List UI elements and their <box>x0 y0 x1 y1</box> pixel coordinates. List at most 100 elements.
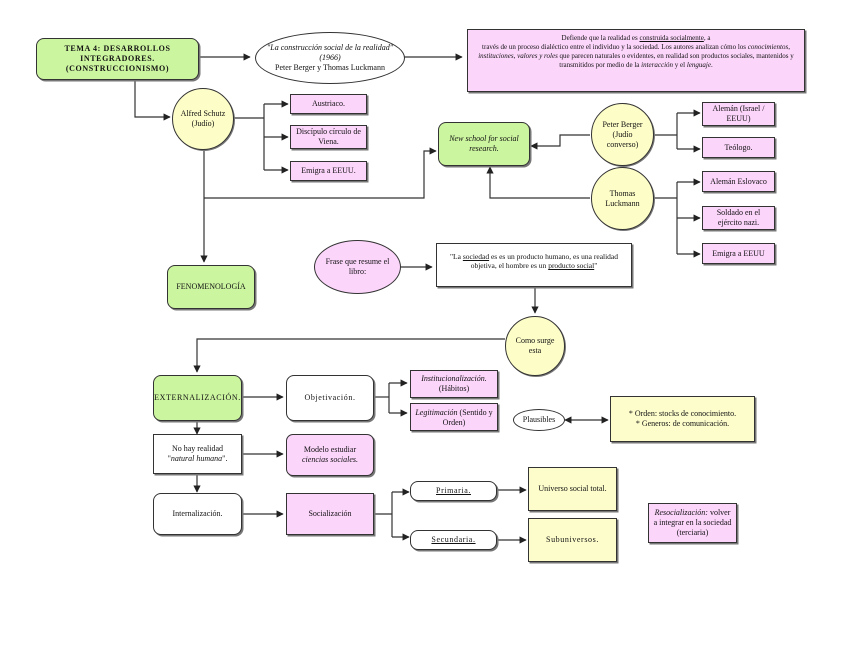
schutz-fact-austriaco[interactable]: Austriaco. <box>290 94 367 114</box>
schutz-fact-discipulo[interactable]: Discípulo círculo de Viena. <box>290 125 367 149</box>
schutz-fact-label: Discípulo círculo de Viena. <box>296 127 361 146</box>
fenomenologia-node[interactable]: FENOMENOLOGÍA <box>167 265 255 309</box>
definition-italic: conocimientos <box>747 43 789 52</box>
subuniversos-node[interactable]: Subuniversos. <box>528 518 617 562</box>
quote-node[interactable]: "La sociedad es es un producto humano, e… <box>436 243 632 287</box>
definition-line1: Defiende que la realidad es construida s… <box>474 34 798 43</box>
plausibles-node[interactable]: Plausibles <box>513 409 565 431</box>
quote-text: "La <box>449 252 463 261</box>
connector-luckmann-newschool <box>486 166 590 199</box>
berger-origin: (Judío <box>612 129 633 139</box>
como-surge-label: Como surge esta <box>515 336 555 355</box>
luckmann-fact-label: Emigra a EEUU <box>712 248 765 258</box>
definition-italic: instituciones <box>478 52 514 61</box>
no-hay-realidad-line2: "natural humana". <box>168 454 228 464</box>
resocializacion-desc: volver a integrar en la sociedad (tercia… <box>653 508 732 537</box>
luckmann-fact-aleman[interactable]: Alemán Eslovaco <box>702 171 775 192</box>
definition-italic: interacción <box>641 61 674 70</box>
schutz-name: Alfred Schutz <box>180 109 226 118</box>
schutz-fact-label: Austriaco. <box>311 99 346 108</box>
schutz-node[interactable]: Alfred Schutz (Judío) <box>172 88 234 150</box>
berger-fact-aleman[interactable]: Alemán (Israel / EEUU) <box>702 102 775 126</box>
como-surge-node[interactable]: Como surge esta <box>505 316 565 376</box>
connector-schutz-newschool <box>204 147 437 199</box>
modelo-node[interactable]: Modelo estudiar ciencias sociales. <box>286 434 374 476</box>
schutz-fact-label: Emigra a EEUU. <box>301 166 356 175</box>
secundaria-node[interactable]: Secundaria. <box>410 530 497 550</box>
definition-text: y el <box>673 61 687 70</box>
luckmann-fact-label: Soldado en el ejército nazi. <box>716 208 761 227</box>
berger-name: Peter Berger <box>602 119 643 129</box>
luckmann-node[interactable]: Thomas Luckmann <box>591 167 654 230</box>
plausibles-label: Plausibles <box>522 415 556 424</box>
book-authors: Peter Berger y Thomas Luckmann <box>275 63 385 72</box>
legitimacion-node[interactable]: Legitimación (Sentido y Orden) <box>410 403 498 431</box>
no-hay-realidad-node[interactable]: No hay realidad "natural humana". <box>153 434 242 474</box>
definition-node[interactable]: Defiende que la realidad es construida s… <box>467 29 805 92</box>
definition-text: , a <box>703 34 711 42</box>
plausibles-info-node[interactable]: * Orden: stocks de conocimiento. * Gener… <box>610 396 755 442</box>
frase-label: Frase que resume el libro: <box>325 257 390 276</box>
luckmann-fact-label: Alemán Eslovaco <box>710 176 767 186</box>
subuniversos-label: Subuniversos. <box>546 535 599 544</box>
resocializacion-label: Resocialización: <box>654 508 708 517</box>
institucionalizacion-label: Institucionalización. <box>421 374 487 383</box>
no-hay-realidad-italic: natural humana <box>170 454 223 463</box>
legitimacion-label: Legitimación <box>415 408 458 417</box>
quote-underlined: producto social <box>548 261 595 271</box>
berger-node[interactable]: Peter Berger (Judío converso) <box>591 103 654 166</box>
fenomenologia-label: FENOMENOLOGÍA <box>176 282 246 291</box>
socializacion-node[interactable]: Socialización <box>286 493 374 535</box>
resocializacion-node[interactable]: Resocialización: volver a integrar en la… <box>648 503 737 543</box>
plausibles-info-line: * Generos: de comunicación. <box>635 419 730 428</box>
berger-origin-2: converso) <box>606 139 639 149</box>
modelo-line1: Modelo estudiar <box>303 445 357 454</box>
quote-text: es es un producto humano, es una realida… <box>470 252 619 271</box>
universo-node[interactable]: Universo social total. <box>528 467 617 511</box>
frase-node[interactable]: Frase que resume el libro: <box>314 240 401 294</box>
connector-tema-schutz <box>134 80 171 121</box>
berger-fact-label: Teólogo. <box>724 142 753 152</box>
book-title-node[interactable]: "La construcción social de la realidad" … <box>255 32 405 84</box>
book-title: "La construcción social de la realidad" <box>266 43 394 52</box>
connector-comosurge-externalizacion <box>193 338 505 373</box>
definition-text: Defiende que la realidad es <box>561 34 640 42</box>
book-year: (1966) <box>319 53 341 62</box>
definition-text: través de un proceso dialéctico entre el… <box>482 43 748 52</box>
universo-label: Universo social total. <box>538 484 607 493</box>
definition-text: que parecen naturales o evidentes, en re… <box>557 52 794 70</box>
no-hay-realidad-line1: No hay realidad <box>171 444 224 453</box>
quote-mark: " <box>167 454 171 463</box>
berger-fact-teologo[interactable]: Teólogo. <box>702 137 775 158</box>
primaria-node[interactable]: Primaria. <box>410 481 497 501</box>
berger-fact-label: Alemán (Israel / EEUU) <box>712 104 765 123</box>
tema-title-node[interactable]: TEMA 4: DESARROLLOS INTEGRADORES. (CONST… <box>36 38 199 80</box>
externalizacion-node[interactable]: EXTERNALIZACIÓN. <box>153 375 242 421</box>
schutz-origin: (Judío) <box>191 119 215 128</box>
luckmann-name-1: Thomas <box>609 188 636 198</box>
schutz-fact-emigra[interactable]: Emigra a EEUU. <box>290 161 367 181</box>
tema-title-line2: (CONSTRUCCIONISMO) <box>65 64 170 73</box>
objetivacion-node[interactable]: Objetivación. <box>286 375 374 421</box>
luckmann-fact-emigra[interactable]: Emigra a EEUU <box>702 243 775 264</box>
definition-body: través de un proceso dialéctico entre el… <box>474 43 798 70</box>
externalizacion-label: EXTERNALIZACIÓN. <box>154 393 241 402</box>
quote-mark: ". <box>222 454 228 463</box>
definition-underlined: construida socialmente <box>639 34 704 42</box>
definition-text: , <box>788 43 790 52</box>
definition-text: . <box>710 61 713 70</box>
institucionalizacion-node[interactable]: Institucionalización. (Hábitos) <box>410 370 498 398</box>
new-school-node[interactable]: New school for social research. <box>438 122 530 166</box>
institucionalizacion-sub: (Hábitos) <box>438 384 470 393</box>
internalizacion-node[interactable]: Internalización. <box>153 493 242 535</box>
luckmann-fact-soldado[interactable]: Soldado en el ejército nazi. <box>702 206 775 230</box>
legitimacion-sub: (Sentido y Orden) <box>442 408 493 427</box>
primaria-label: Primaria. <box>436 486 471 495</box>
definition-italic: valores y roles <box>517 52 558 61</box>
connector-berger-newschool <box>530 134 590 150</box>
modelo-italic: ciencias sociales. <box>302 455 358 464</box>
plausibles-info-line: * Orden: stocks de conocimiento. <box>628 409 737 418</box>
internalizacion-label: Internalización. <box>172 509 223 518</box>
